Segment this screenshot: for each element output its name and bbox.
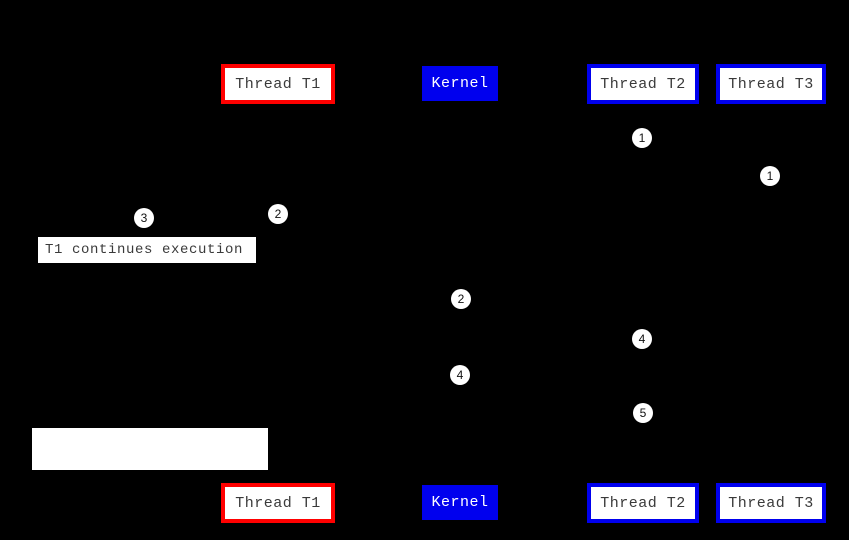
step-bullet-5-t2: 5 <box>633 403 653 423</box>
participant-top-thread-t2[interactable]: Thread T2 <box>587 64 699 104</box>
participant-label: Thread T3 <box>728 494 814 512</box>
step-bullet-3-t1: 3 <box>134 208 154 228</box>
step-bullet-4-kernel: 4 <box>450 365 470 385</box>
step-number: 2 <box>457 292 465 306</box>
participant-label: Thread T2 <box>600 494 686 512</box>
step-number: 4 <box>638 332 646 346</box>
step-number: 2 <box>274 207 282 221</box>
participant-bottom-kernel[interactable]: Kernel <box>422 485 498 520</box>
step-number: 4 <box>456 368 464 382</box>
lifeline-thread-t1 <box>278 104 279 483</box>
participant-bottom-thread-t1[interactable]: Thread T1 <box>221 483 335 523</box>
step-bullet-2-kernel: 2 <box>451 289 471 309</box>
participant-label: Thread T1 <box>235 75 321 93</box>
participant-top-thread-t3[interactable]: Thread T3 <box>716 64 826 104</box>
step-bullet-2-t1: 2 <box>268 204 288 224</box>
step-number: 1 <box>638 131 646 145</box>
step-number: 3 <box>140 211 148 225</box>
step-number: 1 <box>766 169 774 183</box>
step-bullet-4-t2: 4 <box>632 329 652 349</box>
participant-top-thread-t1[interactable]: Thread T1 <box>221 64 335 104</box>
participant-bottom-thread-t3[interactable]: Thread T3 <box>716 483 826 523</box>
participant-top-kernel[interactable]: Kernel <box>422 66 498 101</box>
note-t1-continues-execution: T1 continues execution <box>37 236 257 264</box>
step-bullet-1-t2: 1 <box>632 128 652 148</box>
participant-label: Thread T3 <box>728 75 814 93</box>
note-blank-message <box>32 428 268 470</box>
step-bullet-1-t3: 1 <box>760 166 780 186</box>
note-text: T1 continues execution <box>45 242 244 258</box>
lifeline-thread-t3 <box>771 104 772 483</box>
step-number: 5 <box>639 406 647 420</box>
lifeline-thread-t2 <box>643 104 644 483</box>
participant-bottom-thread-t2[interactable]: Thread T2 <box>587 483 699 523</box>
participant-label: Thread T2 <box>600 75 686 93</box>
participant-label: Kernel <box>431 75 489 92</box>
participant-label: Thread T1 <box>235 494 321 512</box>
participant-label: Kernel <box>431 494 489 511</box>
